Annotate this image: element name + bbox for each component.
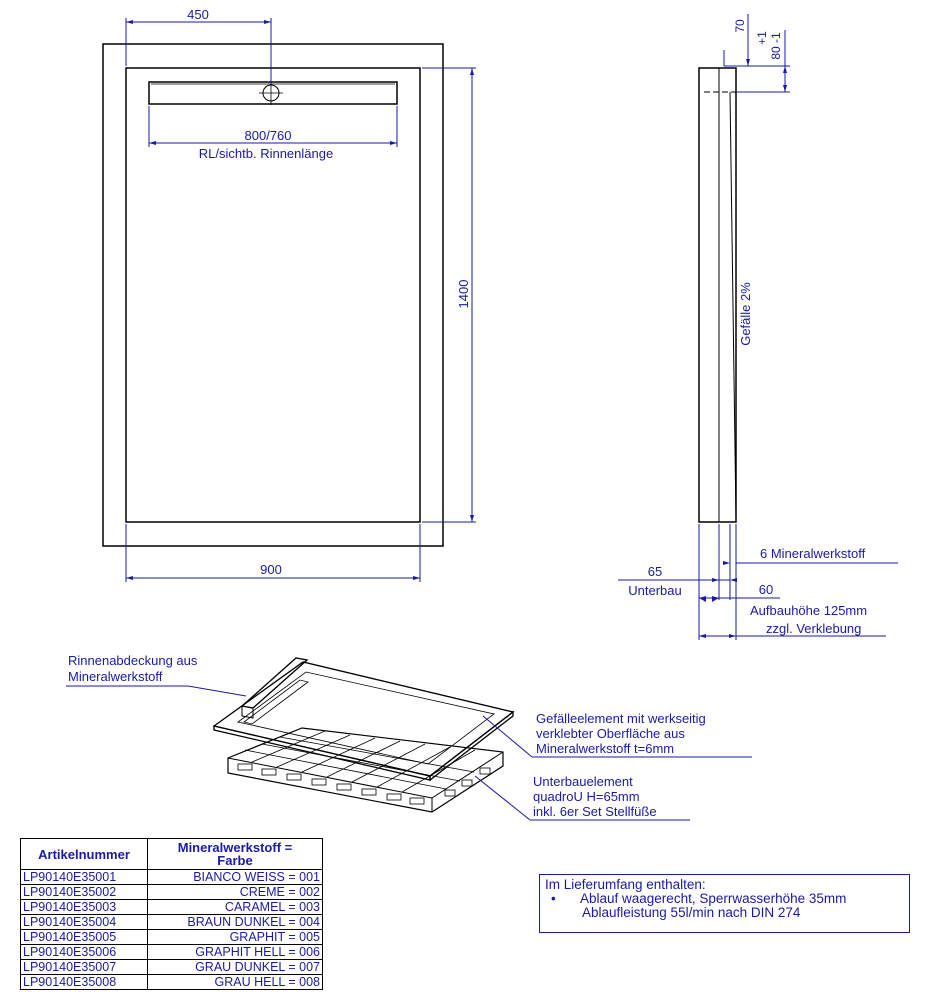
article-number: LP90140E35005 bbox=[20, 929, 148, 945]
slope-label: Gefälle 2% bbox=[738, 282, 753, 346]
mineral-thickness-label: 6 Mineralwerkstoff bbox=[760, 546, 866, 561]
color-value: CARAMEL = 003 bbox=[147, 899, 323, 915]
color-value: GRAPHIT = 005 bbox=[147, 929, 323, 945]
article-number: LP90140E35001 bbox=[20, 869, 148, 885]
header-article: Artikelnummer bbox=[20, 838, 148, 870]
bullet-icon: • bbox=[551, 891, 556, 906]
article-number: LP90140E35008 bbox=[20, 974, 148, 990]
top-view: 450 800/760 RL/sichtb. Rinnenlänge 1400 … bbox=[102, 7, 476, 582]
dim-65: 65 bbox=[648, 564, 662, 579]
color-value: CREME = 002 bbox=[147, 884, 323, 900]
article-number: LP90140E35006 bbox=[20, 944, 148, 960]
scope-title: Im Lieferumfang enthalten: bbox=[545, 877, 706, 892]
dim-60: 60 bbox=[759, 582, 773, 597]
substructure-element bbox=[227, 727, 504, 813]
substructure-label: Unterbau bbox=[628, 583, 681, 598]
color-value: BRAUN DUNKEL = 004 bbox=[147, 914, 323, 930]
header-color: Mineralwerkstoff = Farbe bbox=[147, 838, 323, 870]
dim-1400: 1400 bbox=[456, 280, 471, 309]
build-height-label: Aufbauhöhe 125mm bbox=[750, 603, 867, 618]
scope-line-1: Ablauf waagerecht, Sperrwasserhöhe 35mm bbox=[580, 891, 847, 906]
color-value: GRAPHIT HELL = 006 bbox=[147, 944, 323, 960]
scope-of-delivery-box: Im Lieferumfang enthalten: • Ablauf waag… bbox=[539, 874, 910, 933]
color-value: GRAU DUNKEL = 007 bbox=[147, 959, 323, 975]
channel-length-label: RL/sichtb. Rinnenlänge bbox=[199, 146, 333, 161]
color-value: GRAU HELL = 008 bbox=[147, 974, 323, 990]
tolerance-plus: +1 bbox=[755, 31, 769, 45]
dim-450: 450 bbox=[187, 7, 209, 22]
dim-70: 70 bbox=[733, 19, 747, 33]
slope-element-label-2: verklebter Oberfläche aus bbox=[536, 726, 685, 741]
table-header-row: Artikelnummer Mineralwerkstoff = Farbe bbox=[20, 838, 323, 870]
drain-channel bbox=[148, 81, 398, 105]
dim-800-760: 800/760 bbox=[245, 128, 292, 143]
header-color-line1: Mineralwerkstoff = bbox=[177, 840, 293, 855]
sub-element-label-1: Unterbauelement bbox=[533, 774, 633, 789]
article-table: Artikelnummer Mineralwerkstoff = Farbe L… bbox=[20, 838, 323, 990]
header-color-line2: Farbe bbox=[217, 853, 253, 868]
scope-line-2: Ablaufleistung 55l/min nach DIN 274 bbox=[582, 905, 801, 920]
dim-900: 900 bbox=[260, 562, 282, 577]
article-number: LP90140E35004 bbox=[20, 914, 148, 930]
side-profile-outline bbox=[698, 67, 737, 523]
slope-element-label-1: Gefälleelement mit werkseitig bbox=[536, 711, 706, 726]
tray-inner-outline bbox=[125, 67, 421, 523]
article-number: LP90140E35002 bbox=[20, 884, 148, 900]
color-value: BIANCO WEISS = 001 bbox=[147, 869, 323, 885]
sub-element-label-2: quadroU H=65mm bbox=[533, 789, 640, 804]
cover-label-1: Rinnenabdeckung aus bbox=[68, 653, 198, 668]
sub-element-label-3: inkl. 6er Set Stellfüße bbox=[533, 804, 657, 819]
dim-80-tolerance: 80 -1 bbox=[769, 32, 783, 60]
adhesive-label: zzgl. Verklebung bbox=[766, 621, 861, 636]
article-number: LP90140E35003 bbox=[20, 899, 148, 915]
cover-label-2: Mineralwerkstoff bbox=[68, 669, 163, 684]
tray-outer-outline bbox=[102, 43, 444, 547]
article-number: LP90140E35007 bbox=[20, 959, 148, 975]
side-view: 70 +1 80 -1 Gefälle 2% 6 Mineralwerkstof… bbox=[618, 14, 898, 640]
isometric-view: Rinnenabdeckung aus Mineralwerkstoff Gef… bbox=[66, 653, 752, 821]
slope-element-label-3: Mineralwerkstoff t=6mm bbox=[536, 741, 674, 756]
